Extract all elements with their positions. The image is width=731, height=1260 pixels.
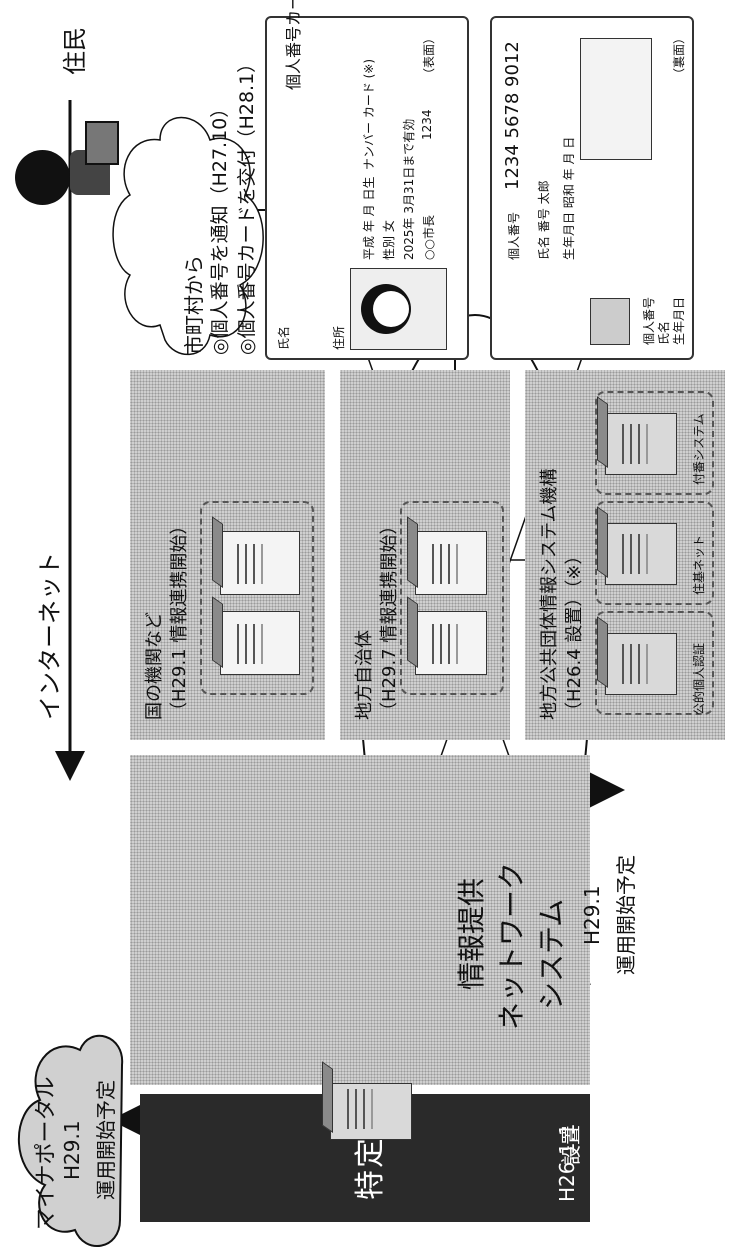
lasdec-server-3 bbox=[605, 413, 677, 475]
local-gov-label: 地方自治体 bbox=[350, 630, 376, 720]
national-label: 国の機関など bbox=[140, 612, 166, 720]
lasdec-sub: （H26.4 設置）（※） bbox=[560, 547, 586, 720]
portal-status: 運用開始予定 bbox=[90, 1080, 119, 1200]
card-front-num: 1234 bbox=[420, 109, 434, 140]
network-system-line1: 情報提供 bbox=[450, 878, 490, 990]
card-back-name: 氏名 番号 太郎 bbox=[535, 180, 552, 260]
municipality-from: 市町村から bbox=[178, 255, 207, 355]
card-front-title: 個人番号カード bbox=[280, 0, 304, 90]
commission-status: 設置 bbox=[555, 1125, 584, 1165]
card-front-birth: 平成 年 月 日生 bbox=[360, 177, 377, 260]
lasdec-server-2 bbox=[605, 523, 677, 585]
card-back-side-label-3: 生年月日 bbox=[670, 297, 687, 345]
card-back-birth: 生年月日 昭和 年 月 日 bbox=[560, 137, 577, 260]
card-back-grid bbox=[580, 38, 652, 160]
card-back-side: （裏面） bbox=[670, 32, 687, 80]
card-back-num-label: 個人番号 bbox=[505, 212, 522, 260]
lasdec-server-label-1: 公的個人認証 bbox=[690, 643, 707, 715]
card-front-place: ○○市長 bbox=[420, 215, 437, 260]
national-server-1 bbox=[220, 611, 300, 675]
card-front-sex: 性別 女 bbox=[380, 220, 397, 260]
ic-chip-icon bbox=[590, 298, 630, 345]
card-front-name-label: 氏名 bbox=[275, 326, 292, 350]
local-gov-sub: （H29.7 情報連携開始） bbox=[375, 517, 401, 720]
internet-label: インターネット bbox=[30, 552, 65, 720]
card-front-addr-label: 住所 bbox=[330, 326, 347, 350]
portal-date: H29.1 bbox=[60, 1120, 84, 1180]
lasdec-server-label-3: 付番システム bbox=[690, 413, 707, 485]
network-system-status: 運用開始予定 bbox=[610, 855, 639, 975]
card-front-side: （表面） bbox=[420, 32, 437, 80]
network-system-server bbox=[330, 1083, 412, 1140]
card-back-number: 1234 5678 9012 bbox=[502, 41, 523, 190]
lasdec-server-label-2: 住基ネット bbox=[690, 535, 707, 595]
network-system-line3: システム bbox=[530, 899, 570, 1010]
network-system-line2: ネットワーク bbox=[490, 862, 530, 1030]
local-gov-server-2 bbox=[415, 531, 487, 595]
national-server-2 bbox=[220, 531, 300, 595]
national-sub: （H29.1 情報連携開始） bbox=[165, 517, 191, 720]
local-gov-server-1 bbox=[415, 611, 487, 675]
portal-name: マイナポータル bbox=[28, 1076, 60, 1230]
municipality-notice: ◎個人番号を通知（H27.10） bbox=[205, 99, 232, 355]
lasdec-label: 地方公共団体情報システム機構 bbox=[535, 469, 561, 720]
municipality-card: ◎個人番号カードを交付（H28.1） bbox=[232, 54, 259, 355]
card-front-valid: 2025年 3月31日まで有効 bbox=[400, 119, 417, 260]
card-front-note: ナンバー カード (※) bbox=[360, 59, 377, 170]
portrait-icon bbox=[350, 268, 447, 350]
resident-label: 住民 bbox=[55, 27, 90, 75]
lasdec-server-1 bbox=[605, 633, 677, 695]
network-system-date: H29.1 bbox=[580, 885, 604, 945]
resident-icon bbox=[15, 135, 125, 205]
